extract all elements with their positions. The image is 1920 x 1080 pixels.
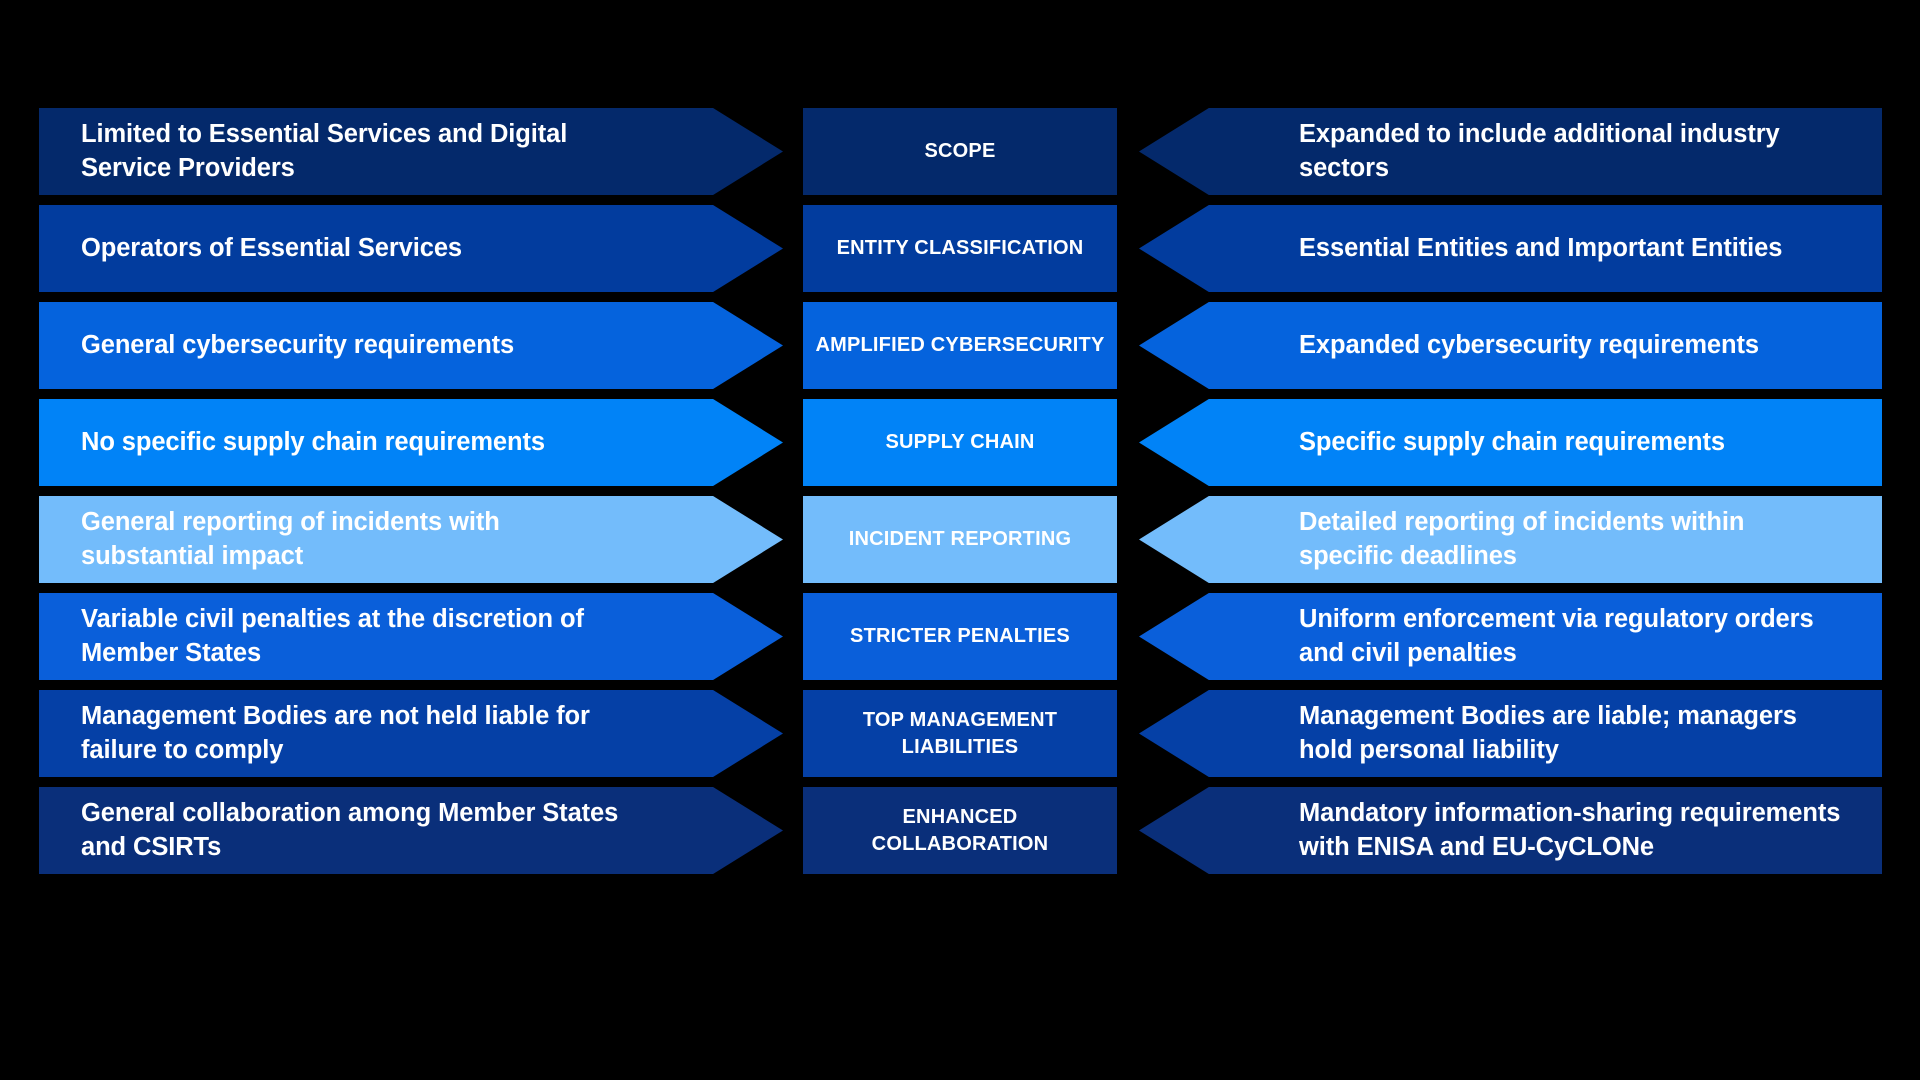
center-category-label: INCIDENT REPORTING	[848, 528, 1072, 551]
right-chevron-label: Uniform enforcement via regulatory order…	[1299, 604, 1814, 667]
comparison-row: Limited to Essential Services and Digita…	[0, 108, 1920, 195]
left-chevron-nis1: Variable civil penalties at the discreti…	[39, 593, 783, 680]
right-chevron-nis2: Expanded to include additional industry …	[1139, 108, 1882, 195]
left-chevron-label: Operators of Essential Services	[81, 233, 462, 262]
left-chevron-label: General reporting of incidents with subs…	[81, 507, 500, 570]
right-chevron-nis2: Essential Entities and Important Entitie…	[1139, 205, 1882, 292]
left-chevron-label: No specific supply chain requirements	[81, 427, 545, 456]
center-category-block: SCOPE	[803, 108, 1117, 195]
left-chevron-nis1: General collaboration among Member State…	[39, 787, 783, 874]
center-category-label: STRICTER PENALTIES	[850, 625, 1070, 648]
center-category-block: TOP MANAGEMENT LIABILITIES	[803, 690, 1117, 777]
center-category-block: ENHANCED COLLABORATION	[803, 787, 1117, 874]
left-chevron-nis1: Limited to Essential Services and Digita…	[39, 108, 783, 195]
comparison-row: Variable civil penalties at the discreti…	[0, 593, 1920, 680]
left-chevron-nis1: Management Bodies are not held liable fo…	[39, 690, 783, 777]
comparison-row: Management Bodies are not held liable fo…	[0, 690, 1920, 777]
right-chevron-nis2: Uniform enforcement via regulatory order…	[1139, 593, 1882, 680]
right-chevron-label: Specific supply chain requirements	[1299, 427, 1725, 456]
right-chevron-label: Mandatory information-sharing requiremen…	[1299, 798, 1841, 861]
center-category-block: ENTITY CLASSIFICATION	[803, 205, 1117, 292]
right-chevron-label: Expanded cybersecurity requirements	[1299, 330, 1759, 359]
comparison-row: General reporting of incidents with subs…	[0, 496, 1920, 583]
center-category-label: ENTITY CLASSIFICATION	[836, 237, 1084, 260]
center-category-label: SUPPLY CHAIN	[885, 431, 1035, 454]
left-chevron-nis1: Operators of Essential Services	[39, 205, 783, 292]
comparison-row: Operators of Essential Services ENTITY CL…	[0, 205, 1920, 292]
left-chevron-label: Management Bodies are not held liable fo…	[81, 701, 590, 764]
right-chevron-label: Expanded to include additional industry …	[1299, 119, 1780, 182]
left-chevron-label: General collaboration among Member State…	[81, 798, 619, 861]
right-chevron-nis2: Expanded cybersecurity requirements	[1139, 302, 1882, 389]
right-chevron-label: Management Bodies are liable; managers h…	[1299, 701, 1797, 764]
right-chevron-label: Essential Entities and Important Entitie…	[1299, 233, 1783, 262]
right-chevron-nis2: Specific supply chain requirements	[1139, 399, 1882, 486]
right-chevron-nis2: Mandatory information-sharing requiremen…	[1139, 787, 1882, 874]
center-category-label: AMPLIFIED CYBERSECURITY	[815, 334, 1105, 357]
left-chevron-label: Variable civil penalties at the discreti…	[81, 604, 584, 667]
center-category-block: STRICTER PENALTIES	[803, 593, 1117, 680]
comparison-row: General cybersecurity requirements AMPLIF…	[0, 302, 1920, 389]
left-chevron-nis1: General cybersecurity requirements	[39, 302, 783, 389]
center-category-label: ENHANCED COLLABORATION	[871, 806, 1049, 855]
center-category-block: SUPPLY CHAIN	[803, 399, 1117, 486]
left-chevron-nis1: General reporting of incidents with subs…	[39, 496, 783, 583]
right-chevron-nis2: Management Bodies are liable; managers h…	[1139, 690, 1882, 777]
left-chevron-nis1: No specific supply chain requirements	[39, 399, 783, 486]
center-category-label: TOP MANAGEMENT LIABILITIES	[862, 709, 1058, 758]
comparison-row: No specific supply chain requirements SUP…	[0, 399, 1920, 486]
right-chevron-label: Detailed reporting of incidents within s…	[1299, 507, 1745, 570]
center-category-block: INCIDENT REPORTING	[803, 496, 1117, 583]
center-category-block: AMPLIFIED CYBERSECURITY	[803, 302, 1117, 389]
left-chevron-label: General cybersecurity requirements	[81, 330, 515, 359]
right-chevron-nis2: Detailed reporting of incidents within s…	[1139, 496, 1882, 583]
left-chevron-label: Limited to Essential Services and Digita…	[81, 119, 568, 182]
center-category-label: SCOPE	[924, 140, 996, 163]
comparison-row: General collaboration among Member State…	[0, 787, 1920, 874]
